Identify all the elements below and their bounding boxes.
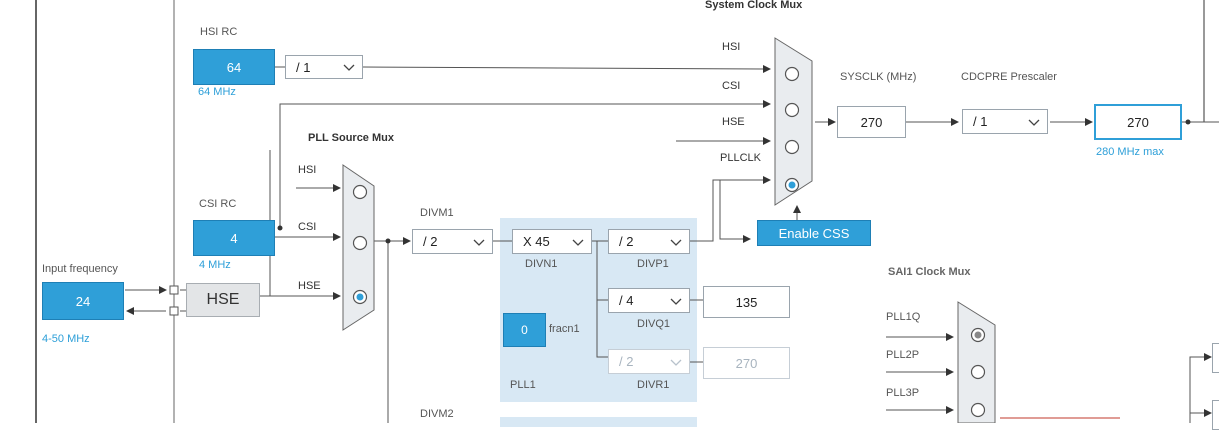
- sai1-input-pll2p: PLL2P: [886, 349, 920, 361]
- csi-rc-title: CSI RC: [199, 198, 237, 210]
- divm1-select[interactable]: / 2: [412, 229, 493, 254]
- sysclk-label: SYSCLK (MHz): [840, 71, 917, 83]
- divp1-value: / 2: [619, 234, 634, 249]
- sys-mux-input-pllclk: PLLCLK: [720, 152, 761, 164]
- divq1-select[interactable]: / 4: [608, 288, 690, 313]
- hsi-divider-value: / 1: [296, 59, 311, 75]
- divn1-value: X 45: [523, 234, 550, 249]
- sai1-mux-shape: [957, 301, 996, 423]
- sai1-input-pll1q: PLL1Q: [886, 311, 921, 323]
- fracn1-label: fracn1: [549, 323, 580, 335]
- cdcpre-label: CDCPRE Prescaler: [961, 71, 1057, 83]
- divm2-label: DIVM2: [420, 408, 454, 420]
- chevron-down-icon: [343, 64, 355, 71]
- sysclk-value[interactable]: 270: [837, 106, 906, 138]
- chevron-down-icon: [473, 239, 485, 246]
- sys-mux-input-hse: HSE: [722, 116, 745, 128]
- sai1-clock-mux-title: SAI1 Clock Mux: [888, 266, 971, 278]
- input-frequency-title: Input frequency: [42, 263, 118, 275]
- pll-mux-input-hsi: HSI: [298, 164, 317, 176]
- divm1-label: DIVM1: [420, 207, 454, 219]
- pll1-label: PLL1: [510, 379, 536, 391]
- pll2-panel: [500, 417, 697, 427]
- hsi-rc-freq: 64 MHz: [198, 86, 236, 98]
- cdcpre-max: 280 MHz max: [1096, 146, 1164, 158]
- clipped-output-box-2: [1212, 400, 1219, 430]
- sys-mux-input-hsi: HSI: [722, 41, 741, 53]
- hsi-rc-title: HSI RC: [200, 26, 238, 38]
- input-frequency-value[interactable]: 24: [42, 282, 124, 320]
- cdcpre-output[interactable]: 270: [1094, 104, 1182, 140]
- hsi-rc-value[interactable]: 64: [193, 49, 275, 85]
- input-frequency-range: 4-50 MHz: [42, 333, 90, 345]
- chevron-down-icon: [670, 239, 682, 246]
- divq1-label: DIVQ1: [637, 318, 671, 330]
- sai1-input-pll3p: PLL3P: [886, 387, 920, 399]
- divn1-select[interactable]: X 45: [512, 229, 592, 254]
- pll-mux-input-hse: HSE: [298, 280, 321, 292]
- chevron-down-icon: [572, 239, 584, 246]
- chevron-down-icon: [670, 298, 682, 305]
- pll-mux-input-csi: CSI: [298, 221, 317, 233]
- divr1-select[interactable]: / 2: [608, 349, 690, 374]
- divn1-label: DIVN1: [525, 258, 558, 270]
- divr1-value: / 2: [619, 354, 634, 369]
- sys-mux-input-csi: CSI: [722, 80, 741, 92]
- enable-css-button[interactable]: Enable CSS: [757, 220, 871, 246]
- pll-source-mux-title: PLL Source Mux: [308, 132, 394, 144]
- system-clock-mux-shape: [774, 37, 813, 206]
- divp1-select[interactable]: / 2: [608, 229, 690, 254]
- cdcpre-select[interactable]: / 1: [962, 109, 1048, 134]
- clipped-output-box-1: [1212, 343, 1219, 373]
- csi-rc-value[interactable]: 4: [193, 220, 275, 256]
- divq1-value: / 4: [619, 293, 634, 308]
- system-clock-mux-title: System Clock Mux: [705, 0, 803, 11]
- divr1-label: DIVR1: [637, 379, 670, 391]
- chevron-down-icon: [1028, 119, 1040, 126]
- csi-rc-freq: 4 MHz: [199, 259, 231, 271]
- hsi-divider-select[interactable]: / 1: [285, 55, 363, 79]
- cdcpre-value: / 1: [973, 114, 988, 129]
- divm1-value: / 2: [423, 234, 438, 249]
- chevron-down-icon: [670, 359, 682, 366]
- divp1-label: DIVP1: [637, 258, 669, 270]
- hse-block[interactable]: HSE: [186, 283, 260, 317]
- fracn1-value[interactable]: 0: [503, 313, 546, 347]
- divr1-output: 270: [703, 347, 790, 379]
- divq1-output: 135: [703, 286, 790, 318]
